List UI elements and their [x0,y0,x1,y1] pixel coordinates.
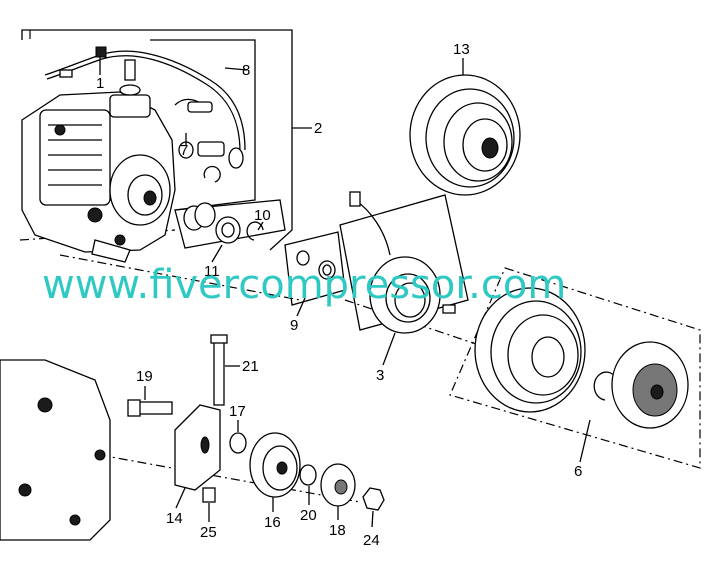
callout-labels: 1 8 2 13 7 10 11 9 3 6 21 19 17 14 25 16… [96,41,582,549]
callout-9: 9 [290,317,298,334]
callout-3: 3 [376,367,384,384]
callout-17: 17 [229,403,246,420]
callout-2: 2 [314,120,322,137]
callout-21: 21 [242,358,259,375]
clutch-pulley [474,287,689,429]
callout-11: 11 [204,263,220,280]
compressor-bracket [0,359,111,541]
shims [296,250,336,280]
callout-18: 18 [329,522,346,539]
watermark-text: www.fivercompressor.com [42,262,566,308]
callout-1: 1 [96,75,104,92]
shaft-seal-parts [183,202,264,244]
leader-lines [99,57,591,528]
callout-6: 6 [574,463,582,480]
callout-7: 7 [180,142,188,159]
compressor-body [21,91,176,263]
field-coil [349,191,456,334]
thermal-switch-harness [44,46,246,183]
callout-16: 16 [264,514,281,531]
group-frames [19,29,701,503]
callout-8: 8 [242,62,250,79]
callout-20: 20 [300,507,317,524]
callout-10: 10 [254,207,271,224]
callout-14: 14 [166,510,183,527]
idler-parts [127,334,385,511]
callout-19: 19 [136,368,153,385]
callout-25: 25 [200,524,217,541]
callout-24: 24 [363,532,380,549]
pulley-top [409,74,521,196]
callout-13: 13 [453,41,470,58]
